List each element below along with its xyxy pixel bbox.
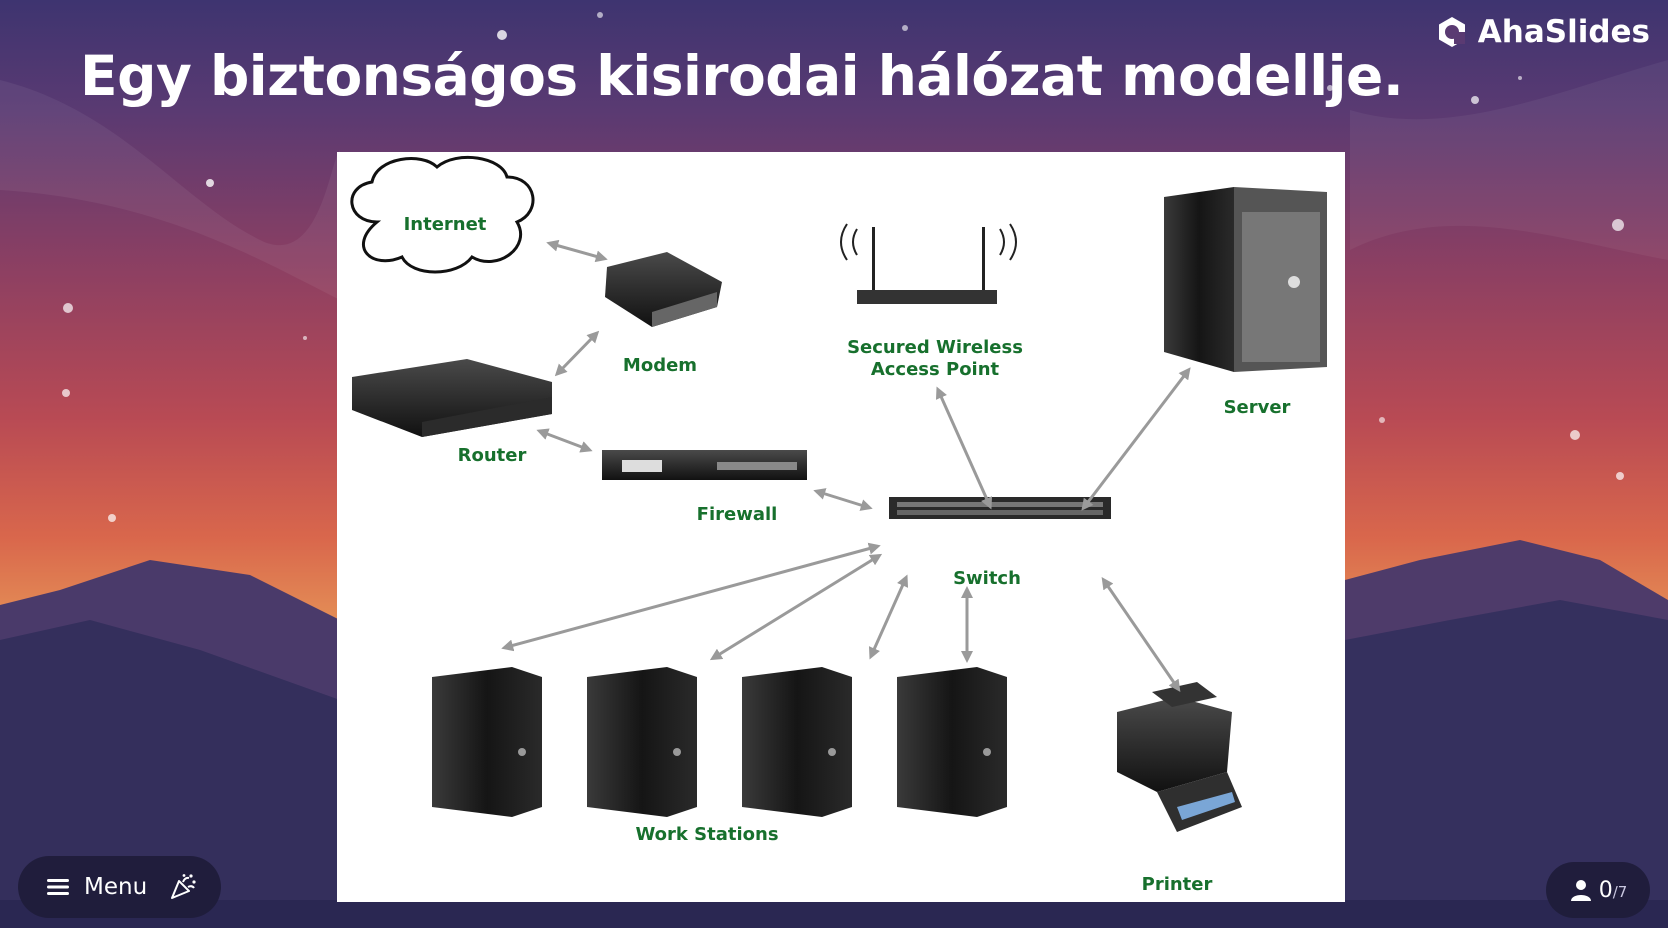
modem-icon — [605, 252, 722, 327]
label-printer: Printer — [1141, 874, 1213, 895]
label-switch: Switch — [953, 568, 1021, 589]
audience-counter[interactable]: 0/7 — [1546, 862, 1650, 918]
audience-count: 0/7 — [1598, 877, 1628, 903]
diagram-drawing — [350, 155, 1327, 832]
slide-title: Egy biztonságos kisirodai hálózat modell… — [80, 44, 1404, 108]
printer-icon — [1117, 682, 1242, 832]
hamburger-menu-icon — [47, 879, 69, 895]
firewall-icon — [602, 450, 807, 480]
label-wireless-line1: Secured Wireless — [847, 337, 1023, 358]
router-icon — [352, 359, 552, 437]
connection-arrows — [501, 239, 1191, 692]
user-icon — [1570, 880, 1591, 901]
label-work-stations: Work Stations — [635, 824, 779, 845]
label-internet: Internet — [403, 214, 487, 235]
internet-cloud-icon — [350, 155, 535, 274]
server-icon — [1164, 187, 1327, 372]
party-popper-icon[interactable] — [169, 873, 197, 901]
wireless-access-point-icon — [840, 223, 1017, 304]
network-diagram: Internet Modem Router Firewall Secured W… — [337, 152, 1345, 902]
audience-total: /7 — [1612, 882, 1628, 901]
workstation-icon — [432, 667, 542, 817]
label-server: Server — [1223, 397, 1291, 418]
menu-button[interactable]: Menu — [18, 856, 221, 918]
label-wireless-line2: Access Point — [870, 359, 1000, 380]
menu-label: Menu — [84, 874, 148, 900]
workstation-icon — [897, 667, 1007, 817]
workstation-icon — [587, 667, 697, 817]
ahaslides-logo-icon — [1438, 17, 1465, 47]
brand-name: AhaSlides — [1477, 14, 1650, 50]
label-modem: Modem — [622, 355, 698, 376]
label-firewall: Firewall — [696, 504, 778, 525]
label-wireless-access-point: Secured Wireless Access Point — [845, 337, 1025, 381]
switch-icon — [889, 497, 1111, 519]
brand-logo[interactable]: AhaSlides — [1434, 14, 1650, 50]
workstation-icon — [742, 667, 852, 817]
label-router: Router — [457, 445, 527, 466]
